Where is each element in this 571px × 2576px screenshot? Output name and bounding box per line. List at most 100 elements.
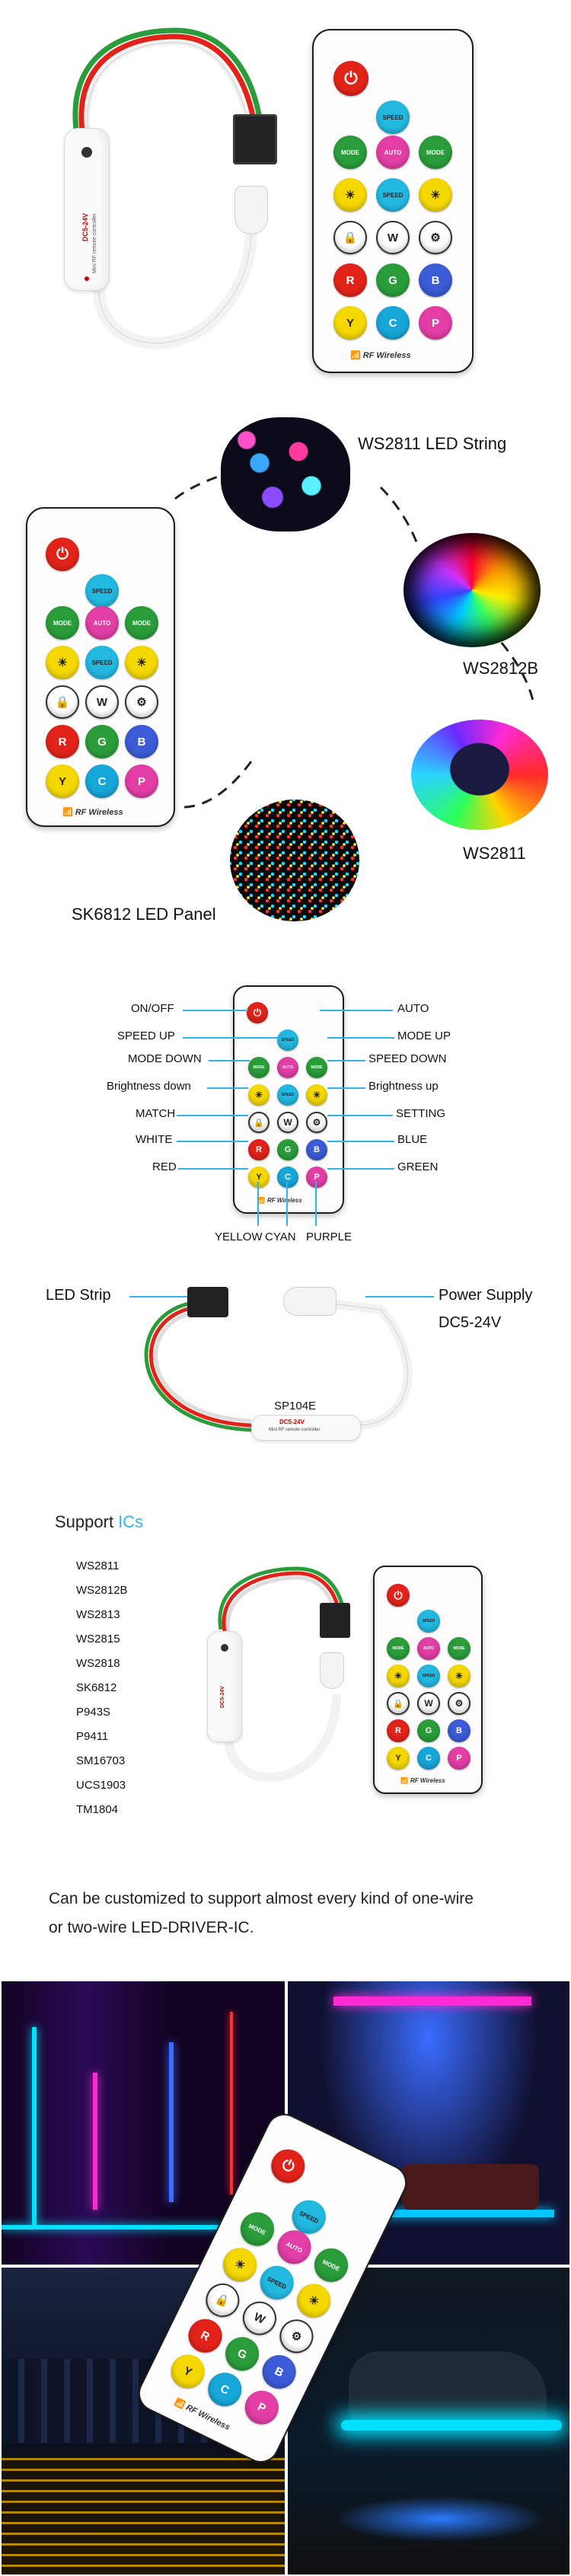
speed-down-button[interactable]: SPEED — [277, 1084, 298, 1106]
cyan-button[interactable]: C — [417, 1747, 440, 1770]
blue-button[interactable]: B — [306, 1139, 327, 1160]
speed-up-button[interactable]: SPEED — [277, 1029, 298, 1051]
brightness-up-button[interactable]: ☀ — [448, 1665, 471, 1687]
white-button[interactable]: W — [237, 2296, 282, 2341]
ic-item: P9411 — [76, 1730, 109, 1743]
speed-up-button[interactable]: SPEED — [376, 101, 410, 134]
controller-desc: Mini RF remote controller — [269, 1428, 321, 1432]
yellow-button[interactable]: Y — [165, 2348, 211, 2394]
power-button[interactable]: ⏻ — [46, 538, 79, 571]
match-button[interactable]: 🔒 — [387, 1692, 410, 1715]
mode-down-button[interactable]: MODE — [46, 606, 79, 640]
brightness-down-button[interactable]: ☀ — [387, 1665, 410, 1687]
ic-item: P943S — [76, 1706, 111, 1719]
auto-button[interactable]: AUTO — [417, 1637, 440, 1660]
sun-icon: ☀ — [136, 656, 147, 669]
speed-down-button[interactable]: SPEED — [376, 178, 410, 212]
power-button[interactable]: ⏻ — [387, 1584, 410, 1607]
ic-item: WS2811 — [76, 1559, 120, 1572]
auto-button[interactable]: AUTO — [277, 1057, 298, 1078]
controller-body: DC5-24V Mini RF remote controller — [64, 128, 110, 291]
white-button[interactable]: W — [376, 221, 410, 254]
brightness-down-button[interactable]: ☀ — [248, 1084, 270, 1106]
red-button[interactable]: R — [333, 263, 367, 297]
setting-button[interactable]: ⚙ — [306, 1112, 327, 1133]
red-button[interactable]: R — [387, 1719, 410, 1742]
white-button[interactable]: W — [277, 1112, 298, 1133]
setting-button[interactable]: ⚙ — [274, 2313, 319, 2359]
brightness-up-button[interactable]: ☀ — [125, 646, 158, 679]
match-button[interactable]: 🔒 — [333, 221, 367, 254]
callout-red: RED — [152, 1160, 177, 1173]
match-button[interactable]: 🔒 — [199, 2278, 245, 2323]
green-button[interactable]: G — [219, 2331, 265, 2376]
power-button[interactable]: ⏻ — [265, 2143, 311, 2189]
cyan-button[interactable]: C — [277, 1167, 298, 1188]
speed-down-button[interactable]: SPEED — [254, 2260, 300, 2306]
mode-down-button[interactable]: MODE — [387, 1637, 410, 1660]
ic-item: WS2813 — [76, 1608, 120, 1621]
callout-line — [207, 1087, 248, 1089]
auto-button[interactable]: AUTO — [85, 606, 119, 640]
green-button[interactable]: G — [376, 263, 410, 297]
setting-button[interactable]: ⚙ — [419, 221, 452, 254]
white-button[interactable]: W — [417, 1692, 440, 1715]
power-icon: ⏻ — [279, 2155, 298, 2176]
brightness-down-button[interactable]: ☀ — [333, 178, 367, 212]
white-button[interactable]: W — [85, 685, 119, 719]
red-button[interactable]: R — [46, 725, 79, 758]
purple-button[interactable]: P — [125, 765, 158, 798]
green-button[interactable]: G — [417, 1719, 440, 1742]
purple-button[interactable]: P — [448, 1747, 471, 1770]
green-button[interactable]: G — [277, 1139, 298, 1160]
setting-button[interactable]: ⚙ — [125, 685, 158, 719]
speed-up-button[interactable]: SPEED — [85, 574, 119, 608]
brightness-up-button[interactable]: ☀ — [306, 1084, 327, 1106]
mode-up-button[interactable]: MODE — [306, 1057, 327, 1078]
functions-section: ⏻ SPEED MODE AUTO MODE ☀ SPEED ☀ 🔒 W ⚙ R… — [0, 967, 571, 1272]
mode-up-button[interactable]: MODE — [308, 2242, 354, 2288]
mode-down-button[interactable]: MODE — [248, 1057, 270, 1078]
dc-jack — [320, 1652, 344, 1689]
power-button[interactable]: ⏻ — [333, 61, 368, 96]
ic-item: SM16703 — [76, 1754, 126, 1767]
ic-item: TM1804 — [76, 1803, 119, 1816]
yellow-button[interactable]: Y — [333, 306, 367, 340]
blue-button[interactable]: B — [257, 2349, 302, 2395]
mode-down-button[interactable]: MODE — [234, 2206, 280, 2252]
blue-button[interactable]: B — [419, 263, 452, 297]
power-button[interactable]: ⏻ — [247, 1002, 268, 1023]
green-button[interactable]: G — [85, 725, 119, 758]
purple-button[interactable]: P — [306, 1167, 327, 1188]
speed-down-button[interactable]: SPEED — [85, 646, 119, 679]
brightness-down-button[interactable]: ☀ — [46, 646, 79, 679]
connection-cables — [144, 1298, 413, 1432]
speed-up-button[interactable]: SPEED — [417, 1610, 440, 1633]
yellow-button[interactable]: Y — [248, 1167, 270, 1188]
mode-down-button[interactable]: MODE — [333, 136, 367, 169]
sun-icon: ☀ — [232, 2256, 247, 2274]
yellow-button[interactable]: Y — [387, 1747, 410, 1770]
mode-up-button[interactable]: MODE — [419, 136, 452, 169]
cyan-button[interactable]: C — [202, 2367, 247, 2412]
match-button[interactable]: 🔒 — [46, 685, 79, 719]
setting-button[interactable]: ⚙ — [448, 1692, 471, 1715]
match-button[interactable]: 🔒 — [248, 1112, 270, 1133]
red-button[interactable]: R — [183, 2313, 228, 2359]
auto-button[interactable]: AUTO — [376, 136, 410, 169]
yellow-button[interactable]: Y — [46, 765, 79, 798]
mode-up-button[interactable]: MODE — [448, 1637, 471, 1660]
brightness-up-button[interactable]: ☀ — [419, 178, 452, 212]
brightness-up-button[interactable]: ☀ — [291, 2278, 337, 2323]
cyan-button[interactable]: C — [376, 306, 410, 340]
mode-up-button[interactable]: MODE — [125, 606, 158, 640]
rf-wireless-label: 📶RF Wireless — [400, 1777, 445, 1784]
red-button[interactable]: R — [248, 1139, 270, 1160]
speed-down-button[interactable]: SPEED — [417, 1665, 440, 1687]
brightness-down-button[interactable]: ☀ — [217, 2242, 263, 2287]
blue-button[interactable]: B — [448, 1719, 471, 1742]
purple-button[interactable]: P — [239, 2385, 285, 2431]
cyan-button[interactable]: C — [85, 765, 119, 798]
blue-button[interactable]: B — [125, 725, 158, 758]
purple-button[interactable]: P — [419, 306, 452, 340]
